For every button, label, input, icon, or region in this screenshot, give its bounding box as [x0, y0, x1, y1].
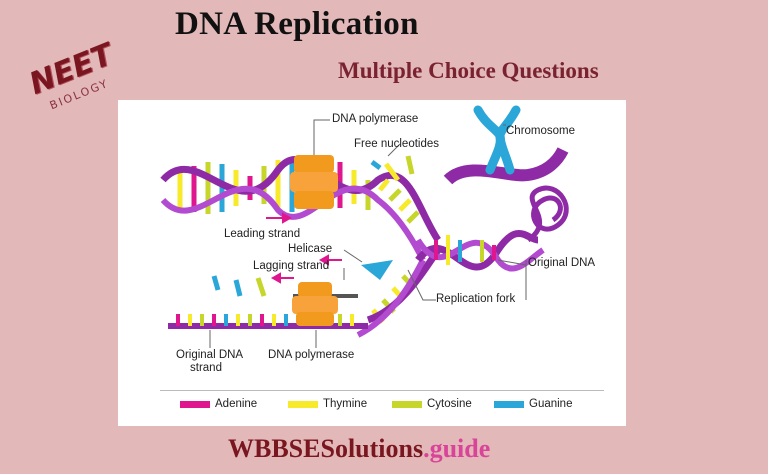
- label-original-dna-strand-1: Original DNA: [176, 349, 244, 361]
- thymine-swatch: [288, 400, 318, 408]
- label-chromosome: Chromosome: [506, 125, 576, 137]
- site-watermark: WBBSESolutions.guide: [228, 434, 490, 464]
- page-title: DNA Replication: [175, 6, 419, 42]
- label-original-dna-strand-2: strand: [190, 362, 222, 374]
- dna-polymerase-top-icon: [290, 155, 338, 209]
- legend-divider: [160, 390, 604, 391]
- label-free-nucleotides: Free nucleotides: [354, 138, 440, 150]
- direction-arrows: [266, 212, 342, 284]
- original-dna-base-pairs: [434, 235, 496, 265]
- lower-arm-base-pairs: [176, 314, 354, 326]
- label-original-dna: Original DNA: [528, 257, 596, 269]
- cytosine-swatch: [392, 400, 422, 408]
- helicase-icon: [361, 260, 393, 280]
- legend-label: Thymine: [323, 398, 368, 410]
- legend-item-guanine: Guanine: [494, 398, 572, 410]
- legend-label: Guanine: [529, 398, 573, 410]
- free-nucleotides-icon: [211, 155, 415, 297]
- label-helicase: Helicase: [288, 243, 333, 255]
- dna-polymerase-bottom-icon: [292, 282, 338, 326]
- label-lagging-strand: Lagging strand: [253, 260, 330, 272]
- page-subtitle: Multiple Choice Questions: [338, 58, 599, 83]
- site-domain: .guide: [423, 434, 491, 463]
- legend-item-thymine: Thymine: [288, 398, 367, 410]
- label-replication-fork: Replication fork: [436, 293, 516, 305]
- guanine-swatch: [494, 400, 524, 408]
- legend-item-adenine: Adenine: [180, 398, 257, 410]
- site-name: WBBSESolutions: [228, 434, 424, 463]
- chromosome-icon: [473, 105, 521, 175]
- legend-item-cytosine: Cytosine: [392, 398, 472, 410]
- label-leader-lines: [209, 119, 527, 348]
- label-dna-polymerase-bottom: DNA polymerase: [268, 349, 355, 361]
- legend-label: Cytosine: [427, 398, 472, 410]
- label-leading-strand: Leading strand: [224, 228, 301, 240]
- legend-label: Adenine: [215, 398, 258, 410]
- dna-replication-diagram: DNA polymerase Free nucleotides Chromoso…: [118, 100, 626, 426]
- adenine-swatch: [180, 400, 210, 408]
- diagram-illustration: [160, 105, 569, 348]
- label-dna-polymerase-top: DNA polymerase: [332, 113, 419, 125]
